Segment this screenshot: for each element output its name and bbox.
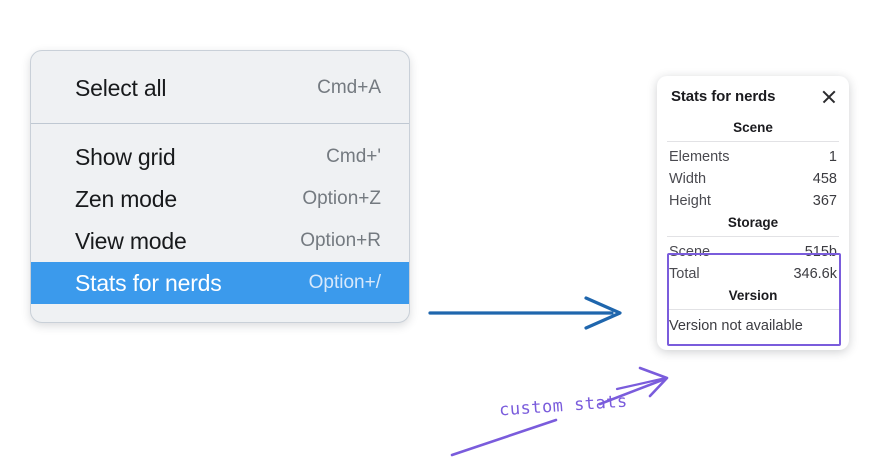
section-divider xyxy=(667,309,839,310)
stat-row: Elements 1 xyxy=(657,146,849,168)
menu-item-show-grid[interactable]: Show grid Cmd+' xyxy=(31,136,409,178)
stats-section-version: Version Version not available xyxy=(657,285,849,336)
section-heading-storage: Storage xyxy=(727,215,779,230)
stat-value: 367 xyxy=(812,193,837,209)
menu-separator xyxy=(31,123,409,124)
stat-row: Height 367 xyxy=(657,190,849,212)
menu-item-view-mode[interactable]: View mode Option+R xyxy=(31,220,409,262)
version-value: Version not available xyxy=(669,318,803,334)
menu-item-stats-for-nerds[interactable]: Stats for nerds Option+/ xyxy=(31,262,409,304)
menu-item-zen-mode[interactable]: Zen mode Option+Z xyxy=(31,178,409,220)
stats-panel-title: Stats for nerds xyxy=(671,88,776,105)
menu-bottom-padding xyxy=(31,304,409,322)
menu-item-label: Select all xyxy=(75,74,167,101)
stat-row: Total 346.6k xyxy=(657,263,849,285)
stat-key: Total xyxy=(669,266,700,282)
menu-item-label: Stats for nerds xyxy=(75,269,222,296)
stat-value: 1 xyxy=(828,149,837,165)
menu-group-1: Select all Cmd+A xyxy=(31,51,409,123)
stats-panel-header: Stats for nerds xyxy=(657,88,849,105)
custom-stats-annotation-label: custom stats xyxy=(498,391,629,421)
section-divider xyxy=(667,236,839,237)
purple-annotation-tail-line xyxy=(450,418,558,457)
blue-arrow-to-stats-panel xyxy=(428,296,622,330)
section-divider xyxy=(667,141,839,142)
menu-item-label: View mode xyxy=(75,227,187,254)
stats-section-scene: Scene Elements 1 Width 458 Height 367 xyxy=(657,117,849,212)
menu-item-shortcut: Cmd+A xyxy=(317,77,381,98)
stat-key: Scene xyxy=(669,244,711,260)
section-heading-version: Version xyxy=(728,288,778,303)
stat-value: 515b xyxy=(804,244,837,260)
stats-for-nerds-panel[interactable]: Stats for nerds Scene Elements 1 Width 4… xyxy=(657,76,849,350)
menu-item-shortcut: Option+Z xyxy=(302,188,381,209)
stat-value: 458 xyxy=(812,171,837,187)
canvas-context-menu[interactable]: Select all Cmd+A Show grid Cmd+' Zen mod… xyxy=(30,50,410,323)
menu-item-shortcut: Option+/ xyxy=(308,272,381,293)
stat-key: Elements xyxy=(669,149,730,165)
stats-section-storage: Storage Scene 515b Total 346.6k xyxy=(657,212,849,285)
stat-value: 346.6k xyxy=(793,266,837,282)
close-icon[interactable] xyxy=(821,89,837,105)
menu-item-label: Show grid xyxy=(75,143,176,170)
stat-key: Height xyxy=(669,193,711,209)
menu-item-shortcut: Cmd+' xyxy=(326,146,381,167)
section-heading-scene: Scene xyxy=(733,120,773,135)
stat-row: Width 458 xyxy=(657,168,849,190)
menu-group-2: Show grid Cmd+' Zen mode Option+Z View m… xyxy=(31,124,409,322)
stat-key: Width xyxy=(669,171,707,187)
stat-row: Scene 515b xyxy=(657,241,849,263)
menu-item-label: Zen mode xyxy=(75,185,177,212)
menu-item-shortcut: Option+R xyxy=(300,230,381,251)
menu-item-select-all[interactable]: Select all Cmd+A xyxy=(31,67,409,109)
